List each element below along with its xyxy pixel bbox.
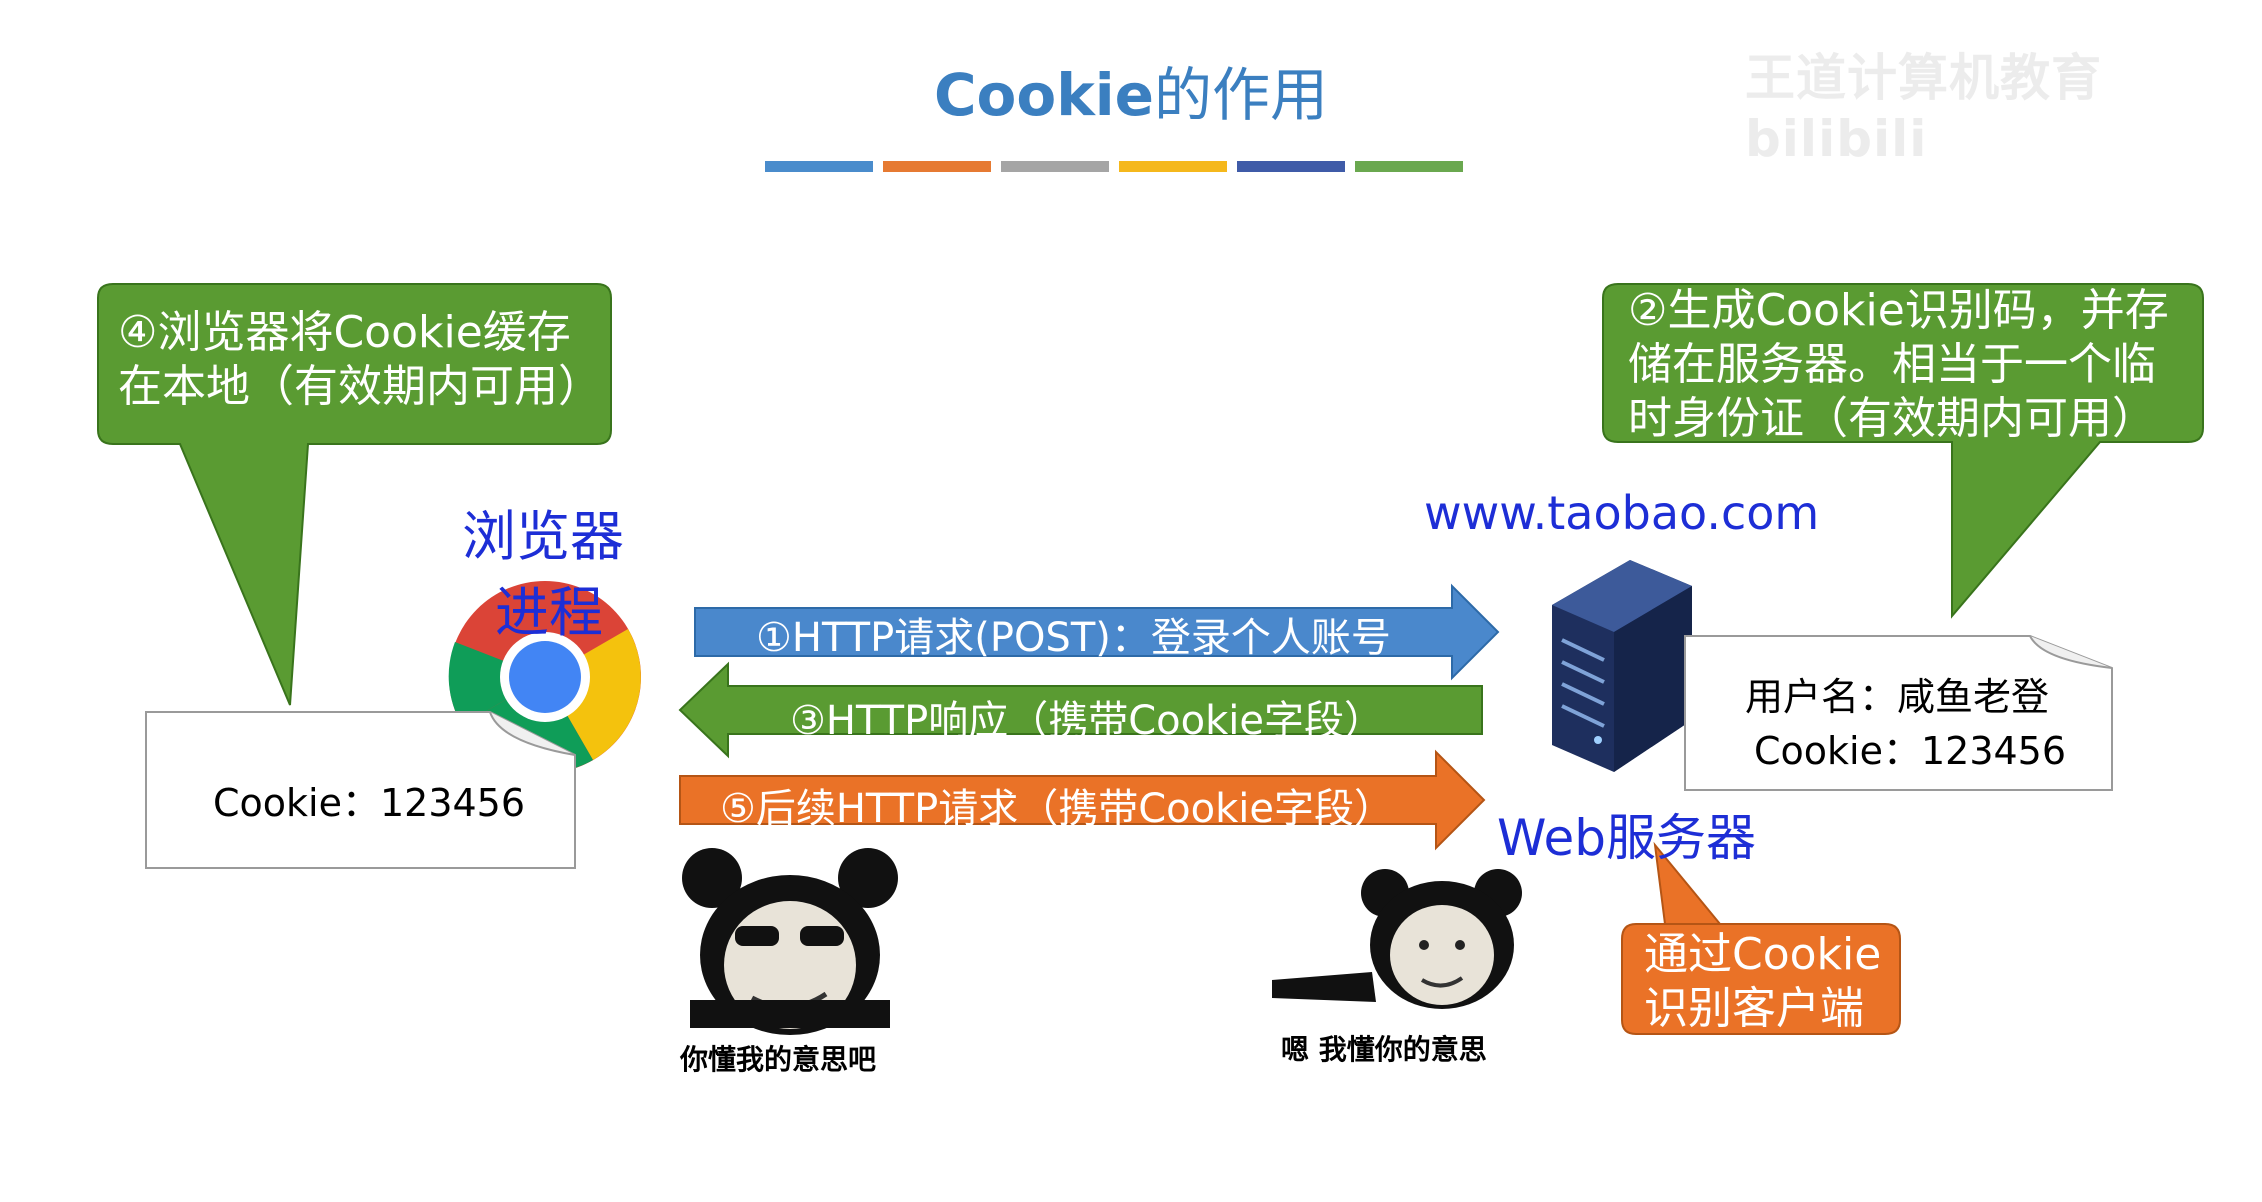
orange-callout-line-1: 通过Cookie xyxy=(1644,929,1882,980)
browser-callout-line-2: 在本地（有效期内可用） xyxy=(118,361,602,412)
panda-sunglasses-meme-icon xyxy=(682,848,898,1035)
page-title: Cookie的作用 xyxy=(0,48,2262,132)
title-color-bar-segment xyxy=(1119,161,1227,172)
server-callout-line-3: 时身份证（有效期内可用） xyxy=(1628,393,2156,444)
title-color-bar xyxy=(765,157,1473,176)
server-callout-line-2: 储在服务器。相当于一个临 xyxy=(1628,339,2156,390)
watermark: 王道计算机教育 bilibili xyxy=(1745,49,2102,168)
server-url: www.taobao.com xyxy=(1424,486,1820,540)
server-label: Web服务器 xyxy=(1497,809,1757,867)
meme-caption-1: 你懂我的意思吧 xyxy=(680,1043,877,1076)
arrow-request xyxy=(694,583,1500,681)
browser-cookie-note xyxy=(145,711,576,869)
browser-label-line-1: 浏览器 xyxy=(462,505,624,568)
browser-callout-bubble xyxy=(97,283,612,706)
server-note-cookie: Cookie：123456 xyxy=(1754,729,2067,773)
server-orange-callout-text: 通过Cookie 识别客户端 xyxy=(1644,928,1904,1036)
server-orange-callout xyxy=(1621,841,1901,1035)
orange-callout-line-2: 识别客户端 xyxy=(1644,983,1864,1034)
arrow-request-label: ①HTTP请求(POST)：登录个人账号 xyxy=(756,615,1391,661)
title-color-bar-segment xyxy=(1355,161,1463,172)
arrow-response xyxy=(678,661,1483,759)
arrow-followup xyxy=(679,749,1486,851)
arrow-followup-label: ⑤后续HTTP请求（携带Cookie字段） xyxy=(720,786,1394,832)
server-callout-text: ②生成Cookie识别码，并存 储在服务器。相当于一个临 时身份证（有效期内可用… xyxy=(1628,284,2198,446)
browser-cookie-value: Cookie：123456 xyxy=(213,781,526,825)
server-callout-bubble xyxy=(1602,283,2204,619)
browser-callout-line-1: ④浏览器将Cookie缓存 xyxy=(118,307,571,358)
title-latin: Cookie xyxy=(933,61,1155,129)
title-color-bar-segment xyxy=(1237,161,1345,172)
panda-meme-icon xyxy=(1270,869,1522,1010)
title-color-bar-segment xyxy=(1001,161,1109,172)
title-color-bar-segment xyxy=(765,161,873,172)
server-callout-line-1: ②生成Cookie识别码，并存 xyxy=(1628,285,2169,336)
chrome-icon xyxy=(448,581,641,773)
browser-callout-text: ④浏览器将Cookie缓存 在本地（有效期内可用） xyxy=(118,306,618,414)
server-icon xyxy=(1552,560,1692,772)
meme-caption-2: 嗯 我懂你的意思 xyxy=(1281,1033,1487,1066)
arrow-response-label: ③HTTP响应（携带Cookie字段） xyxy=(790,698,1384,744)
browser-label-line-2: 进程 xyxy=(495,581,603,644)
server-note-username: 用户名：咸鱼老登 xyxy=(1745,675,2050,719)
server-cookie-note xyxy=(1684,635,2113,791)
title-cjk: 的作用 xyxy=(1154,61,1329,129)
title-color-bar-segment xyxy=(883,161,991,172)
